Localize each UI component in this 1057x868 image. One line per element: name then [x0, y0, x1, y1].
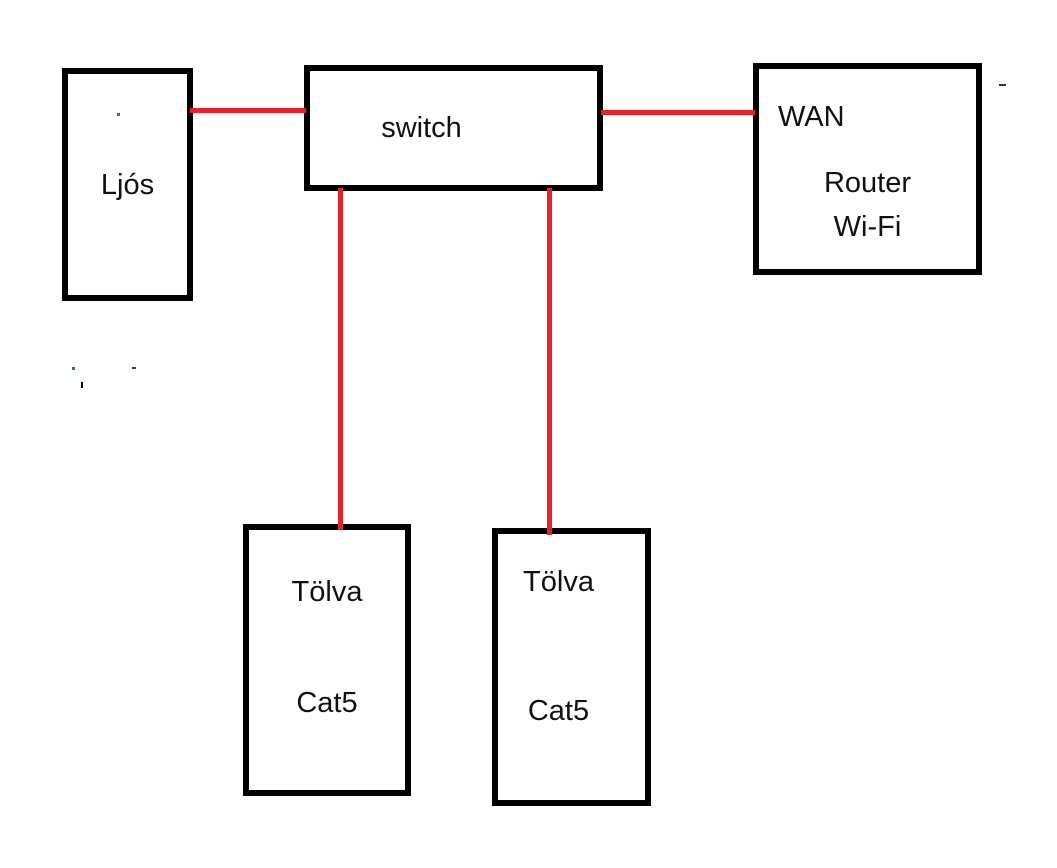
node-tolva-right: Tölva Cat5 — [492, 528, 651, 806]
node-switch-label: switch — [381, 112, 462, 144]
node-router-wifi-label: Wi-Fi — [833, 211, 902, 243]
node-router-router-label: Router — [823, 167, 912, 199]
stray-mark — [117, 113, 120, 116]
stray-mark — [999, 84, 1006, 86]
node-tolva-right-cable-label: Cat5 — [527, 695, 590, 727]
edge-switch-to-tolva-left — [338, 188, 343, 530]
stray-mark — [81, 382, 83, 388]
node-tolva-left-label: Tölva — [291, 576, 363, 608]
edge-ljos-to-switch — [190, 108, 306, 113]
node-ljos-label: Ljós — [100, 168, 155, 201]
stray-mark — [132, 367, 136, 369]
edge-switch-to-tolva-right — [547, 188, 552, 535]
edge-switch-to-router — [601, 110, 755, 115]
node-router: WAN Router Wi-Fi — [753, 63, 982, 275]
node-ljos: Ljós — [62, 68, 193, 301]
node-switch: switch — [304, 65, 603, 191]
node-router-wan-label: WAN — [778, 101, 845, 133]
stray-mark — [72, 367, 75, 370]
node-tolva-right-label: Tölva — [523, 566, 594, 598]
node-tolva-left: Tölva Cat5 — [243, 524, 411, 796]
node-tolva-left-cable-label: Cat5 — [296, 687, 358, 719]
